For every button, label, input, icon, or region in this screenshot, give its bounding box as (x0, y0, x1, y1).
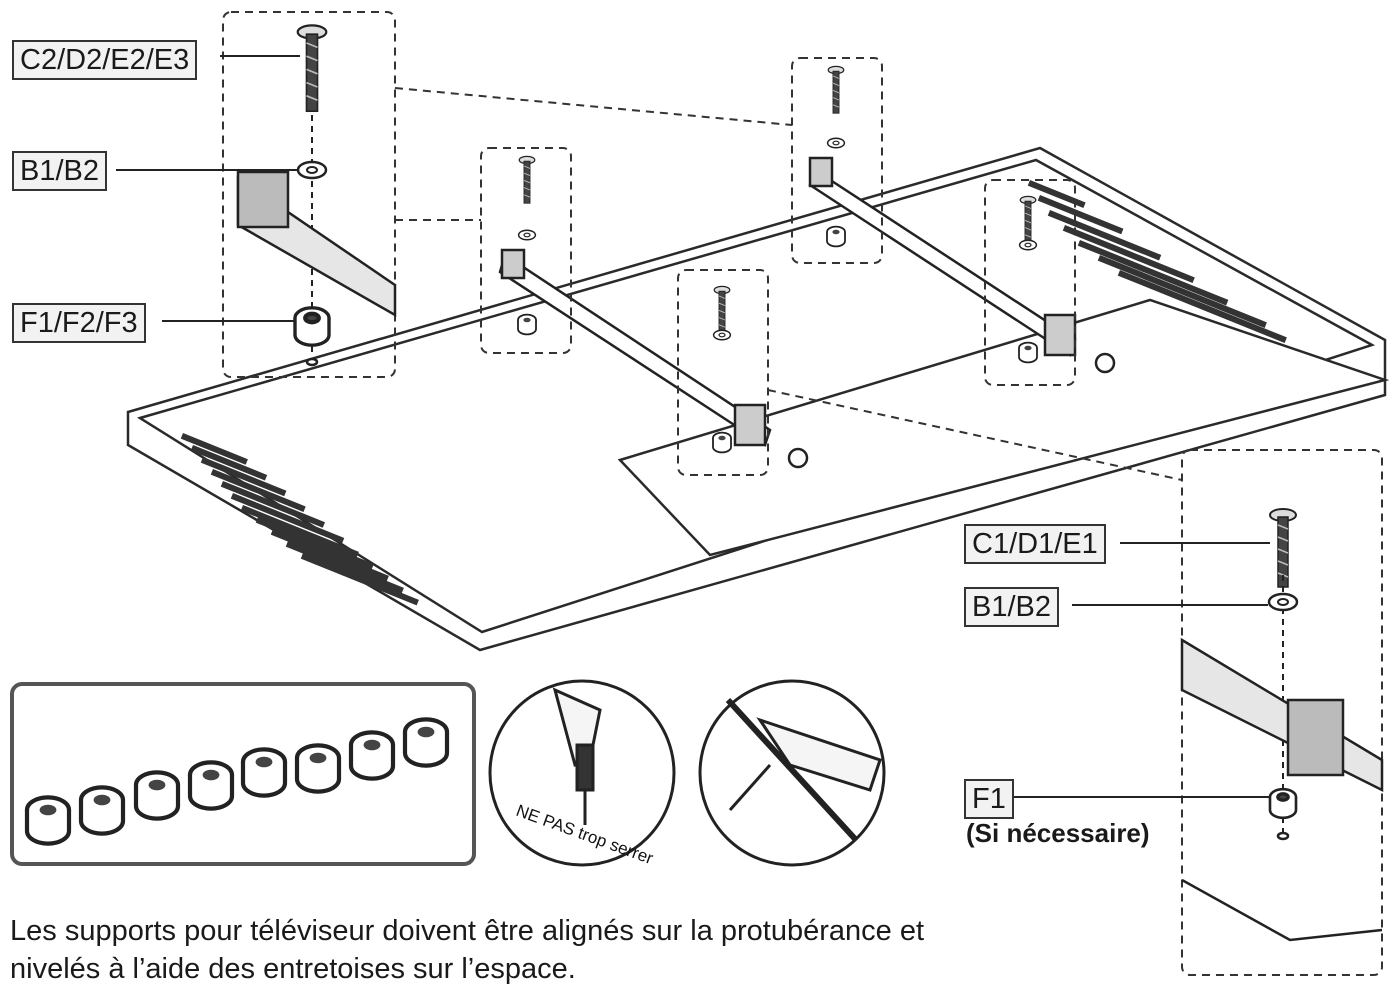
callout-spacer-f1-f2-f3: F1/F2/F3 (12, 303, 146, 343)
screwdriver-warning-icon (488, 679, 676, 867)
mounting-bracket-back (808, 156, 1116, 374)
zoom-detail-left (236, 24, 397, 367)
vent-slots-left (180, 433, 419, 606)
callout-washer-b1-b2-right: B1/B2 (964, 587, 1059, 627)
detail-box-dashes (222, 11, 1383, 976)
callout-screw-c2-d2-e2-e3: C2/D2/E2/E3 (12, 40, 198, 80)
tv-back-panel (126, 146, 1390, 652)
instruction-caption: Les supports pour téléviseur doivent êtr… (10, 912, 1160, 988)
spacer-kit-box (10, 682, 476, 866)
spacer-optional-note: (Si nécessaire) (966, 818, 1150, 848)
vent-slots-right (1027, 180, 1287, 343)
caption-line-1: Les supports pour téléviseur doivent êtr… (10, 915, 925, 947)
callout-screw-c1-d1-e1: C1/D1/E1 (964, 524, 1106, 564)
mounting-bracket-front (498, 248, 809, 469)
zoom-detail-right (1180, 507, 1384, 942)
callout-washer-b1-b2-left: B1/B2 (12, 151, 107, 191)
callout-spacer-f1: F1 (964, 779, 1014, 819)
caption-line-2: nivelés à l’aide des entretoises sur l’e… (10, 953, 576, 985)
callout-leaders (116, 55, 1270, 798)
no-power-drill-icon (698, 679, 886, 867)
